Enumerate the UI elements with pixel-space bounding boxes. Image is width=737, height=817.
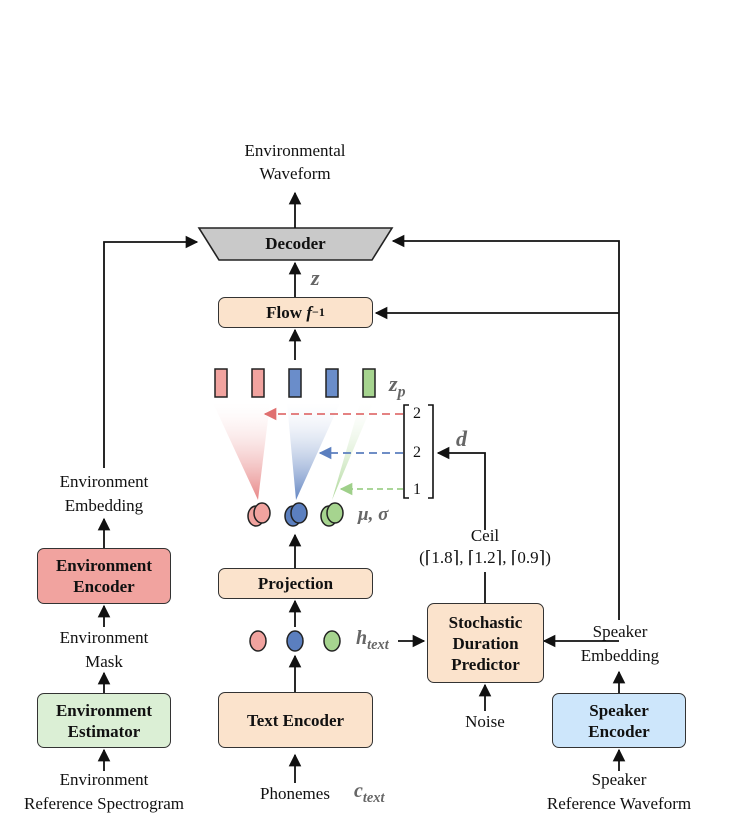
sdp-line-2: Duration: [452, 633, 519, 653]
duration-1: 2: [413, 405, 421, 422]
zp-frame-3: [288, 368, 302, 398]
speaker-encoder-line-1: Speaker: [589, 700, 649, 720]
c-text-base: c: [354, 780, 363, 802]
zp-frame-1: [214, 368, 228, 398]
h-text-base: h: [356, 627, 368, 649]
phonemes-label: Phonemes: [260, 784, 330, 803]
flow-function-symbol: f: [306, 303, 312, 322]
sdp-line-3: Predictor: [451, 654, 520, 674]
environment-estimator-box: Environment Estimator: [37, 693, 171, 748]
projection-box: Projection: [218, 568, 373, 599]
env-encoder-line-1: Environment: [55, 556, 153, 575]
speaker-input-line-1: Speaker: [591, 770, 647, 789]
h-text-symbol: htext: [356, 627, 389, 654]
env-estimator-line-1: Environment: [55, 700, 153, 720]
speaker-embedding-line-1: Speaker: [592, 622, 648, 641]
environment-reference-label: Environment Reference Spectrogram: [4, 770, 204, 814]
mu-sigma-symbol: μ, σ: [358, 504, 389, 525]
ceil-title: Ceil: [470, 526, 500, 545]
decoder-shape: [197, 227, 394, 261]
environment-mask-label: Environment Mask: [39, 628, 169, 672]
decoder-label: Decoder: [265, 234, 326, 253]
c-text-subscript: text: [362, 790, 385, 806]
h-text-subscript: text: [367, 637, 389, 653]
flow-label: Flow: [266, 303, 303, 322]
zp-frame-5: [362, 368, 376, 398]
sdp-line-1: Stochastic: [448, 612, 523, 632]
red-expansion: [213, 403, 270, 500]
env-mask-line-2: Mask: [85, 652, 123, 671]
speaker-embedding-label: Speaker Embedding: [560, 622, 680, 666]
zp-subscript: p: [397, 383, 406, 401]
environment-embedding-label: Environment Embedding: [39, 472, 169, 516]
env-encoder-line-2: Encoder: [73, 577, 135, 596]
env-estimator-line-2: Estimator: [67, 721, 141, 741]
flow-inverse-exponent: −1: [311, 305, 325, 319]
green-expansion: [332, 403, 373, 500]
env-input-line-1: Environment: [59, 770, 149, 789]
speaker-encoder-box: Speaker Encoder: [552, 693, 686, 748]
environmental-waveform-label: Environmental Waveform: [215, 141, 375, 184]
speaker-embedding-line-2: Embedding: [580, 646, 660, 665]
c-text-symbol: ctext: [354, 780, 384, 807]
env-embedding-line-1: Environment: [59, 472, 149, 491]
duration-3: 1: [413, 481, 421, 498]
speaker-input-line-2: Reference Waveform: [546, 794, 692, 813]
d-symbol: d: [456, 426, 467, 451]
environment-encoder-box: Environment Encoder: [37, 548, 171, 604]
zp-symbol: zp: [389, 371, 405, 401]
text-encoder-box: Text Encoder: [218, 692, 373, 748]
env-mask-line-1: Environment: [59, 628, 149, 647]
blue-expansion: [287, 403, 340, 500]
noise-label: Noise: [465, 712, 505, 731]
output-label-line-1: Environmental: [244, 141, 346, 160]
output-label-line-2: Waveform: [259, 164, 331, 183]
ceil-label: Ceil (⌈1.8⌉, ⌈1.2⌉, ⌈0.9⌉): [385, 526, 585, 568]
zp-base: z: [389, 371, 398, 396]
env-input-line-2: Reference Spectrogram: [24, 794, 184, 813]
env-embedding-line-2: Embedding: [64, 496, 144, 515]
flow-inverse-box: Flow f−1: [218, 297, 373, 328]
speaker-encoder-line-2: Encoder: [588, 721, 650, 741]
stochastic-duration-predictor-box: Stochastic Duration Predictor: [427, 603, 544, 683]
zp-frame-4: [325, 368, 339, 398]
speaker-reference-label: Speaker Reference Waveform: [524, 770, 714, 814]
z-symbol: z: [311, 265, 320, 290]
zp-frame-2: [251, 368, 265, 398]
duration-2: 2: [413, 444, 421, 461]
ceil-values: (⌈1.8⌉, ⌈1.2⌉, ⌈0.9⌉): [419, 548, 551, 567]
